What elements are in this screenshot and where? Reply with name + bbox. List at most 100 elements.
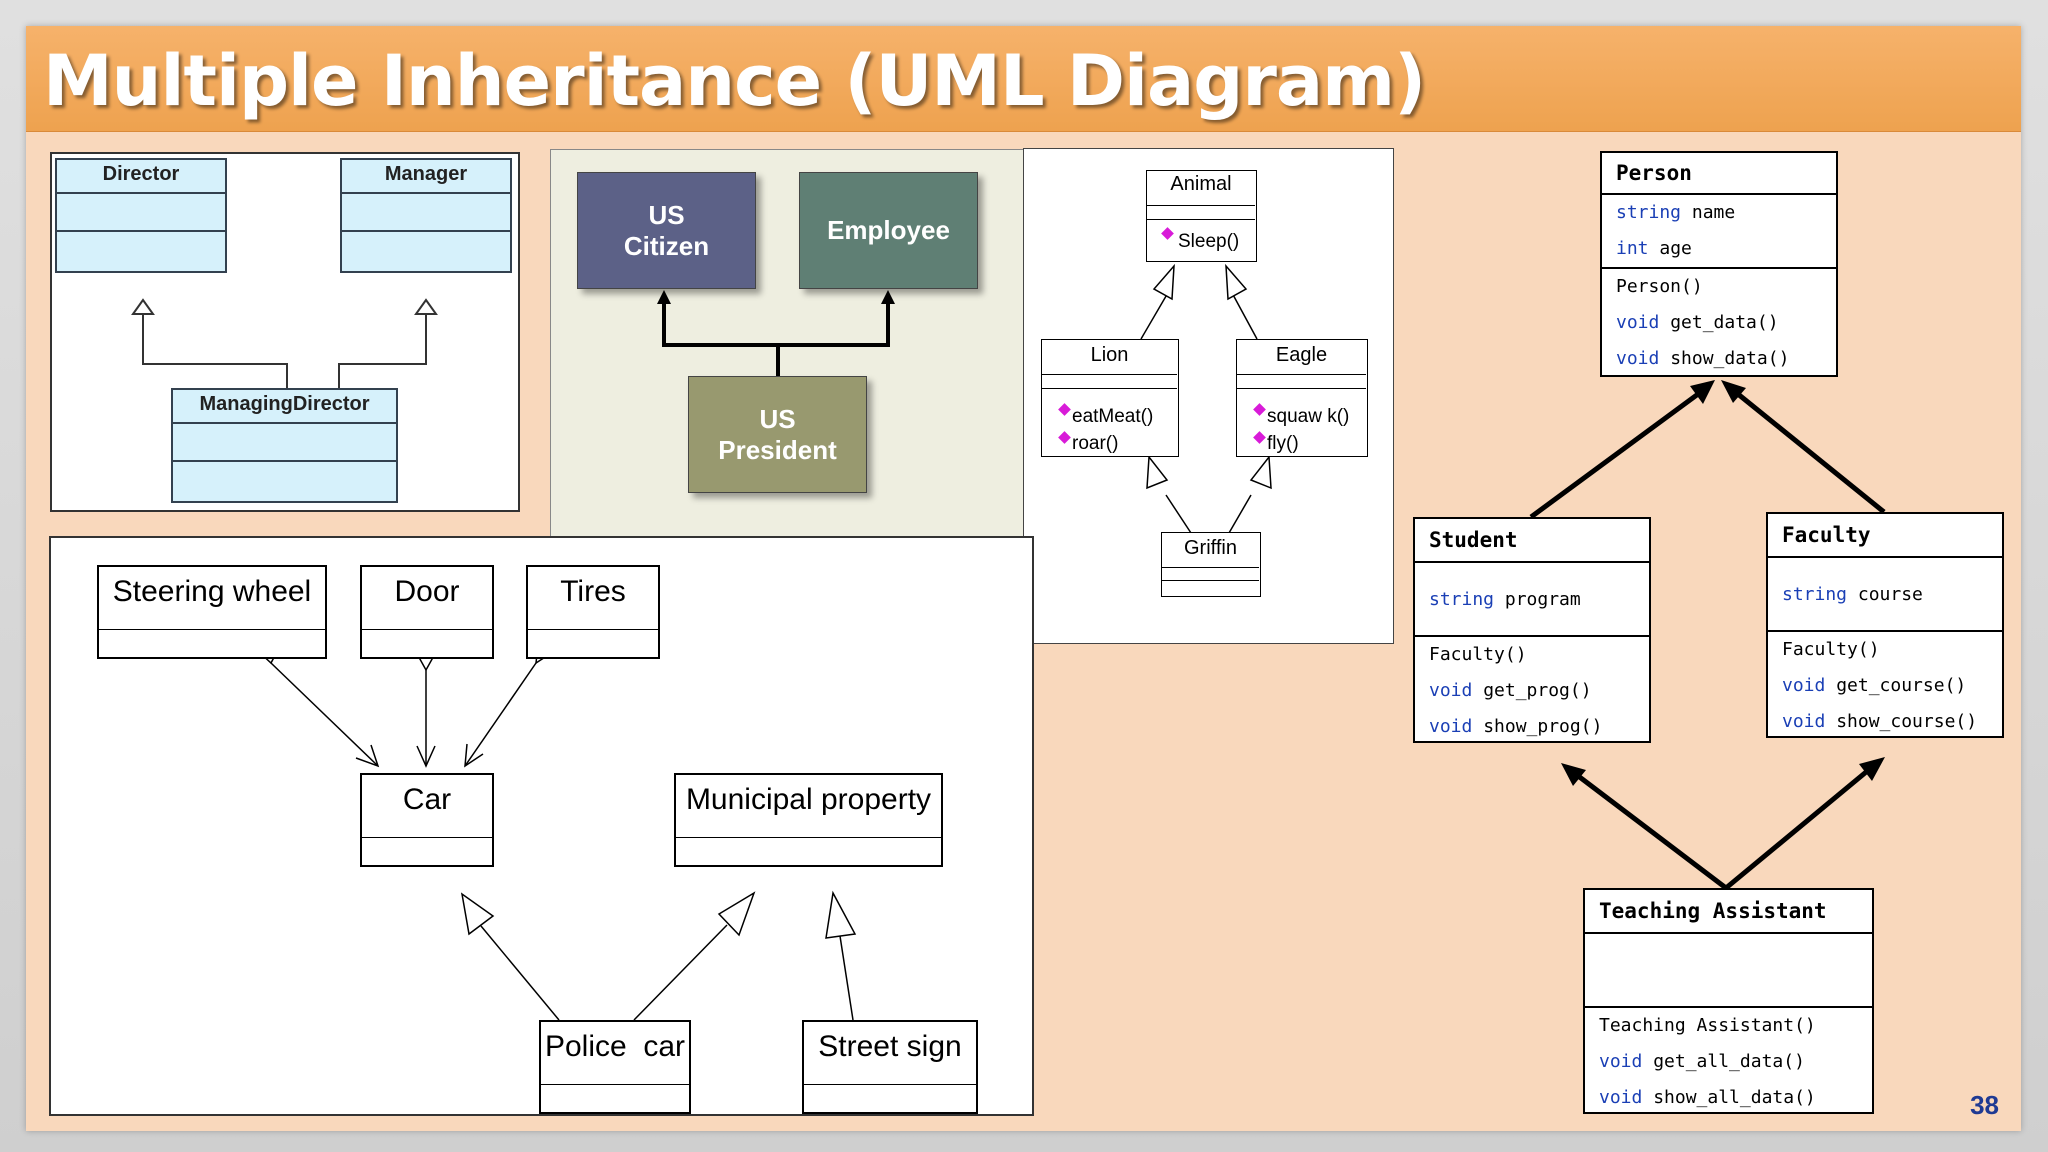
- us-citizen-label-1: US: [648, 199, 685, 230]
- attributes-section: [57, 194, 225, 232]
- inheritance-arrowhead: [1225, 263, 1248, 301]
- method: void show_all_data(): [1599, 1080, 1872, 1116]
- method-type: void: [1782, 711, 1826, 732]
- class-name: Eagle: [1275, 344, 1328, 366]
- method-sleep: Sleep(): [1178, 231, 1240, 252]
- inheritance-arrowhead: [460, 892, 495, 936]
- class-name: Tires: [560, 575, 626, 608]
- attribute-type: string: [1616, 202, 1682, 223]
- method-name: show_prog(): [1483, 716, 1603, 737]
- method: void get_prog(): [1429, 673, 1649, 709]
- method: void get_all_data(): [1599, 1044, 1872, 1080]
- class-name: Person: [1602, 153, 1836, 195]
- class-faculty: Faculty string course Faculty() void get…: [1766, 512, 2004, 738]
- open-arrowhead: [416, 745, 436, 768]
- class-police-car: Police car: [539, 1020, 691, 1114]
- method-name: show_all_data(): [1653, 1087, 1816, 1108]
- open-arrowhead: [464, 743, 484, 768]
- attributes-section: [1147, 205, 1255, 219]
- class-name: Director: [57, 160, 225, 194]
- class-street-sign: Street sign: [802, 1020, 978, 1114]
- method-type: void: [1599, 1051, 1643, 1072]
- class-name: Car: [402, 783, 452, 816]
- arrowhead: [1721, 380, 1746, 403]
- attributes-section: [804, 1084, 976, 1085]
- class-manager: Manager: [340, 158, 512, 273]
- slide-title: Multiple Inheritance (UML Diagram): [43, 40, 1426, 122]
- class-eagle: Eagle squaw k() fly(): [1236, 339, 1368, 457]
- inheritance-arrowhead: [1152, 263, 1175, 301]
- method-name: Person(): [1616, 276, 1703, 297]
- method: void get_data(): [1616, 305, 1836, 341]
- class-name: ManagingDirector: [173, 390, 396, 424]
- arrowhead: [881, 290, 895, 304]
- methods-section: [1147, 219, 1255, 259]
- method-roar: roar(): [1072, 433, 1119, 454]
- class-name: Police car: [544, 1030, 686, 1063]
- director-manager-diagram: Director Manager ManagingDirector: [50, 152, 520, 512]
- attributes-section: [1162, 567, 1259, 580]
- us-citizen-label-2: Citizen: [623, 230, 710, 261]
- method-name: Teaching Assistant(): [1599, 1015, 1816, 1036]
- inheritance-arrowhead: [131, 298, 155, 315]
- griffin-diagram: Animal Sleep() Lion eatMeat() roar() Eag…: [1023, 148, 1394, 644]
- methods-section: Teaching Assistant() void get_all_data()…: [1585, 1008, 1872, 1116]
- method-type: void: [1782, 675, 1826, 696]
- method: void show_data(): [1616, 341, 1836, 377]
- arrowhead: [1561, 763, 1586, 786]
- arrowhead: [1859, 757, 1885, 781]
- method-name: show_data(): [1670, 348, 1790, 369]
- methods-section: Faculty() void get_course() void show_co…: [1768, 632, 2002, 740]
- class-steering-wheel: Steering wheel: [97, 565, 327, 659]
- class-managing-director: ManagingDirector: [171, 388, 398, 503]
- class-door: Door: [360, 565, 494, 659]
- class-animal: Animal Sleep(): [1146, 170, 1257, 262]
- attributes-section: [173, 424, 396, 462]
- page-number: 38: [1970, 1090, 1999, 1120]
- class-teaching-assistant: Teaching Assistant Teaching Assistant() …: [1583, 888, 1874, 1114]
- class-us-citizen: US Citizen: [577, 172, 756, 289]
- inheritance-arrowhead: [414, 298, 438, 315]
- method-name: Faculty(): [1782, 639, 1880, 660]
- attribute: int age: [1616, 231, 1836, 267]
- method-name: Faculty(): [1429, 644, 1527, 665]
- class-name: Animal: [1170, 173, 1232, 195]
- director-manager-connectors: [131, 298, 438, 388]
- employee-label: Employee: [827, 215, 950, 245]
- class-student: Student string program Faculty() void ge…: [1413, 517, 1651, 743]
- method: Faculty(): [1782, 632, 2002, 668]
- class-lion: Lion eatMeat() roar(): [1041, 339, 1179, 457]
- method-type: void: [1616, 312, 1660, 333]
- method-name: get_course(): [1836, 675, 1967, 696]
- methods-section: [1042, 388, 1177, 454]
- method-fly: fly(): [1267, 433, 1299, 454]
- attributes-section: [541, 1084, 689, 1085]
- attributes-section: string name int age: [1602, 195, 1836, 269]
- method-name: show_course(): [1836, 711, 1978, 732]
- attributes-section: [1237, 374, 1366, 388]
- attributes-section: string program: [1415, 563, 1649, 637]
- attributes-section: [362, 629, 492, 630]
- attribute-type: string: [1429, 589, 1495, 610]
- class-name: Door: [394, 575, 460, 608]
- methods-section: Faculty() void get_prog() void show_prog…: [1415, 637, 1649, 745]
- method: void show_course(): [1782, 704, 2002, 740]
- class-name: Street sign: [818, 1030, 962, 1063]
- methods-section: [1162, 580, 1259, 594]
- us-president-connectors: [657, 290, 895, 376]
- class-griffin: Griffin: [1161, 532, 1261, 597]
- inheritance-arrowhead: [1249, 454, 1272, 490]
- method: Teaching Assistant(): [1599, 1008, 1872, 1044]
- inheritance-arrowhead: [825, 890, 857, 939]
- class-name: Griffin: [1184, 537, 1237, 559]
- methods-section: [1237, 388, 1366, 454]
- attribute-name: course: [1857, 584, 1923, 605]
- method-type: void: [1429, 716, 1473, 737]
- class-us-president: US President: [688, 376, 867, 493]
- car-diagram: Steering wheel Door Tires Car Municipal …: [49, 536, 1034, 1116]
- attributes-section: string course: [1768, 558, 2002, 632]
- class-name: Student: [1415, 519, 1649, 563]
- class-car: Car: [360, 773, 494, 867]
- class-name: Municipal property: [685, 783, 932, 816]
- attribute-name: name: [1691, 202, 1736, 223]
